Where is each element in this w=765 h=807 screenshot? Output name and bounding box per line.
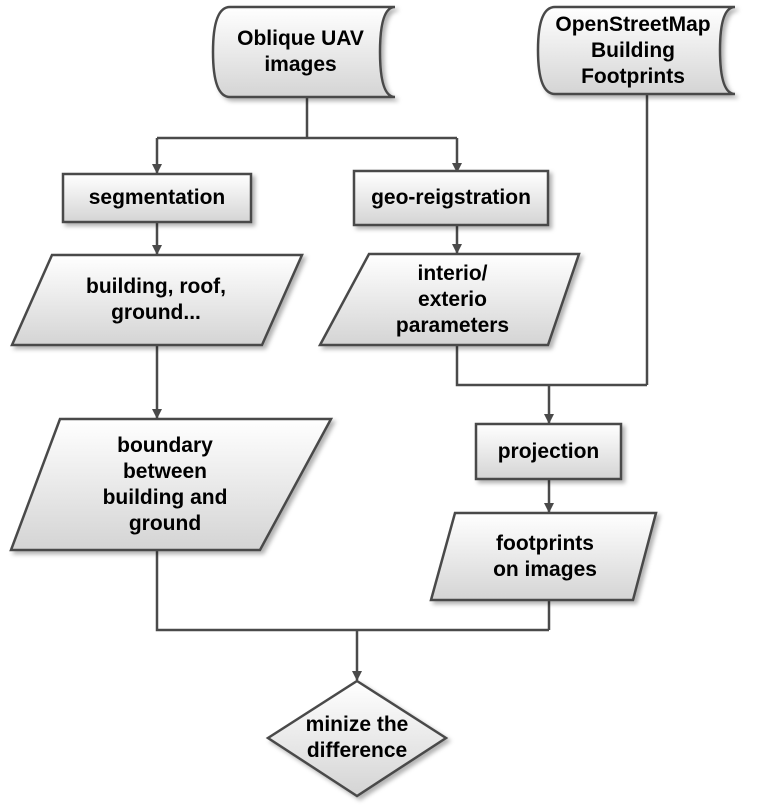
label-building-roof-ground: building, roof, ground... bbox=[86, 275, 226, 324]
data-interior-exterior-params bbox=[317, 252, 581, 347]
process-projection bbox=[474, 422, 623, 481]
connector-params-down bbox=[455, 345, 647, 387]
label-projection: projection bbox=[497, 439, 600, 463]
connector-boundary-down bbox=[155, 550, 549, 632]
data-footprints-on-images bbox=[429, 511, 658, 602]
decision-minimize-difference bbox=[265, 679, 449, 798]
data-boundary bbox=[9, 417, 334, 552]
label-osm-footprints: OpenStreetMap Building Footprints bbox=[555, 12, 711, 88]
data-building-roof-ground bbox=[10, 253, 304, 347]
label-georegistration: geo-reigstration bbox=[371, 186, 531, 209]
label-minimize-difference: minize the difference bbox=[305, 713, 409, 762]
data-store-osm bbox=[536, 5, 736, 96]
process-segmentation bbox=[61, 172, 253, 224]
label-boundary: boundary between building and ground bbox=[102, 433, 228, 535]
data-store-oblique-uav bbox=[211, 5, 396, 99]
process-georegistration bbox=[352, 169, 550, 227]
label-oblique-uav: Oblique UAV images bbox=[237, 27, 364, 76]
label-footprints-on-images: footprints on images bbox=[493, 531, 597, 581]
label-interior-exterior-params: interio/ exterio parameters bbox=[395, 261, 510, 337]
connectors bbox=[152, 94, 649, 681]
label-segmentation: segmentation bbox=[88, 186, 226, 209]
